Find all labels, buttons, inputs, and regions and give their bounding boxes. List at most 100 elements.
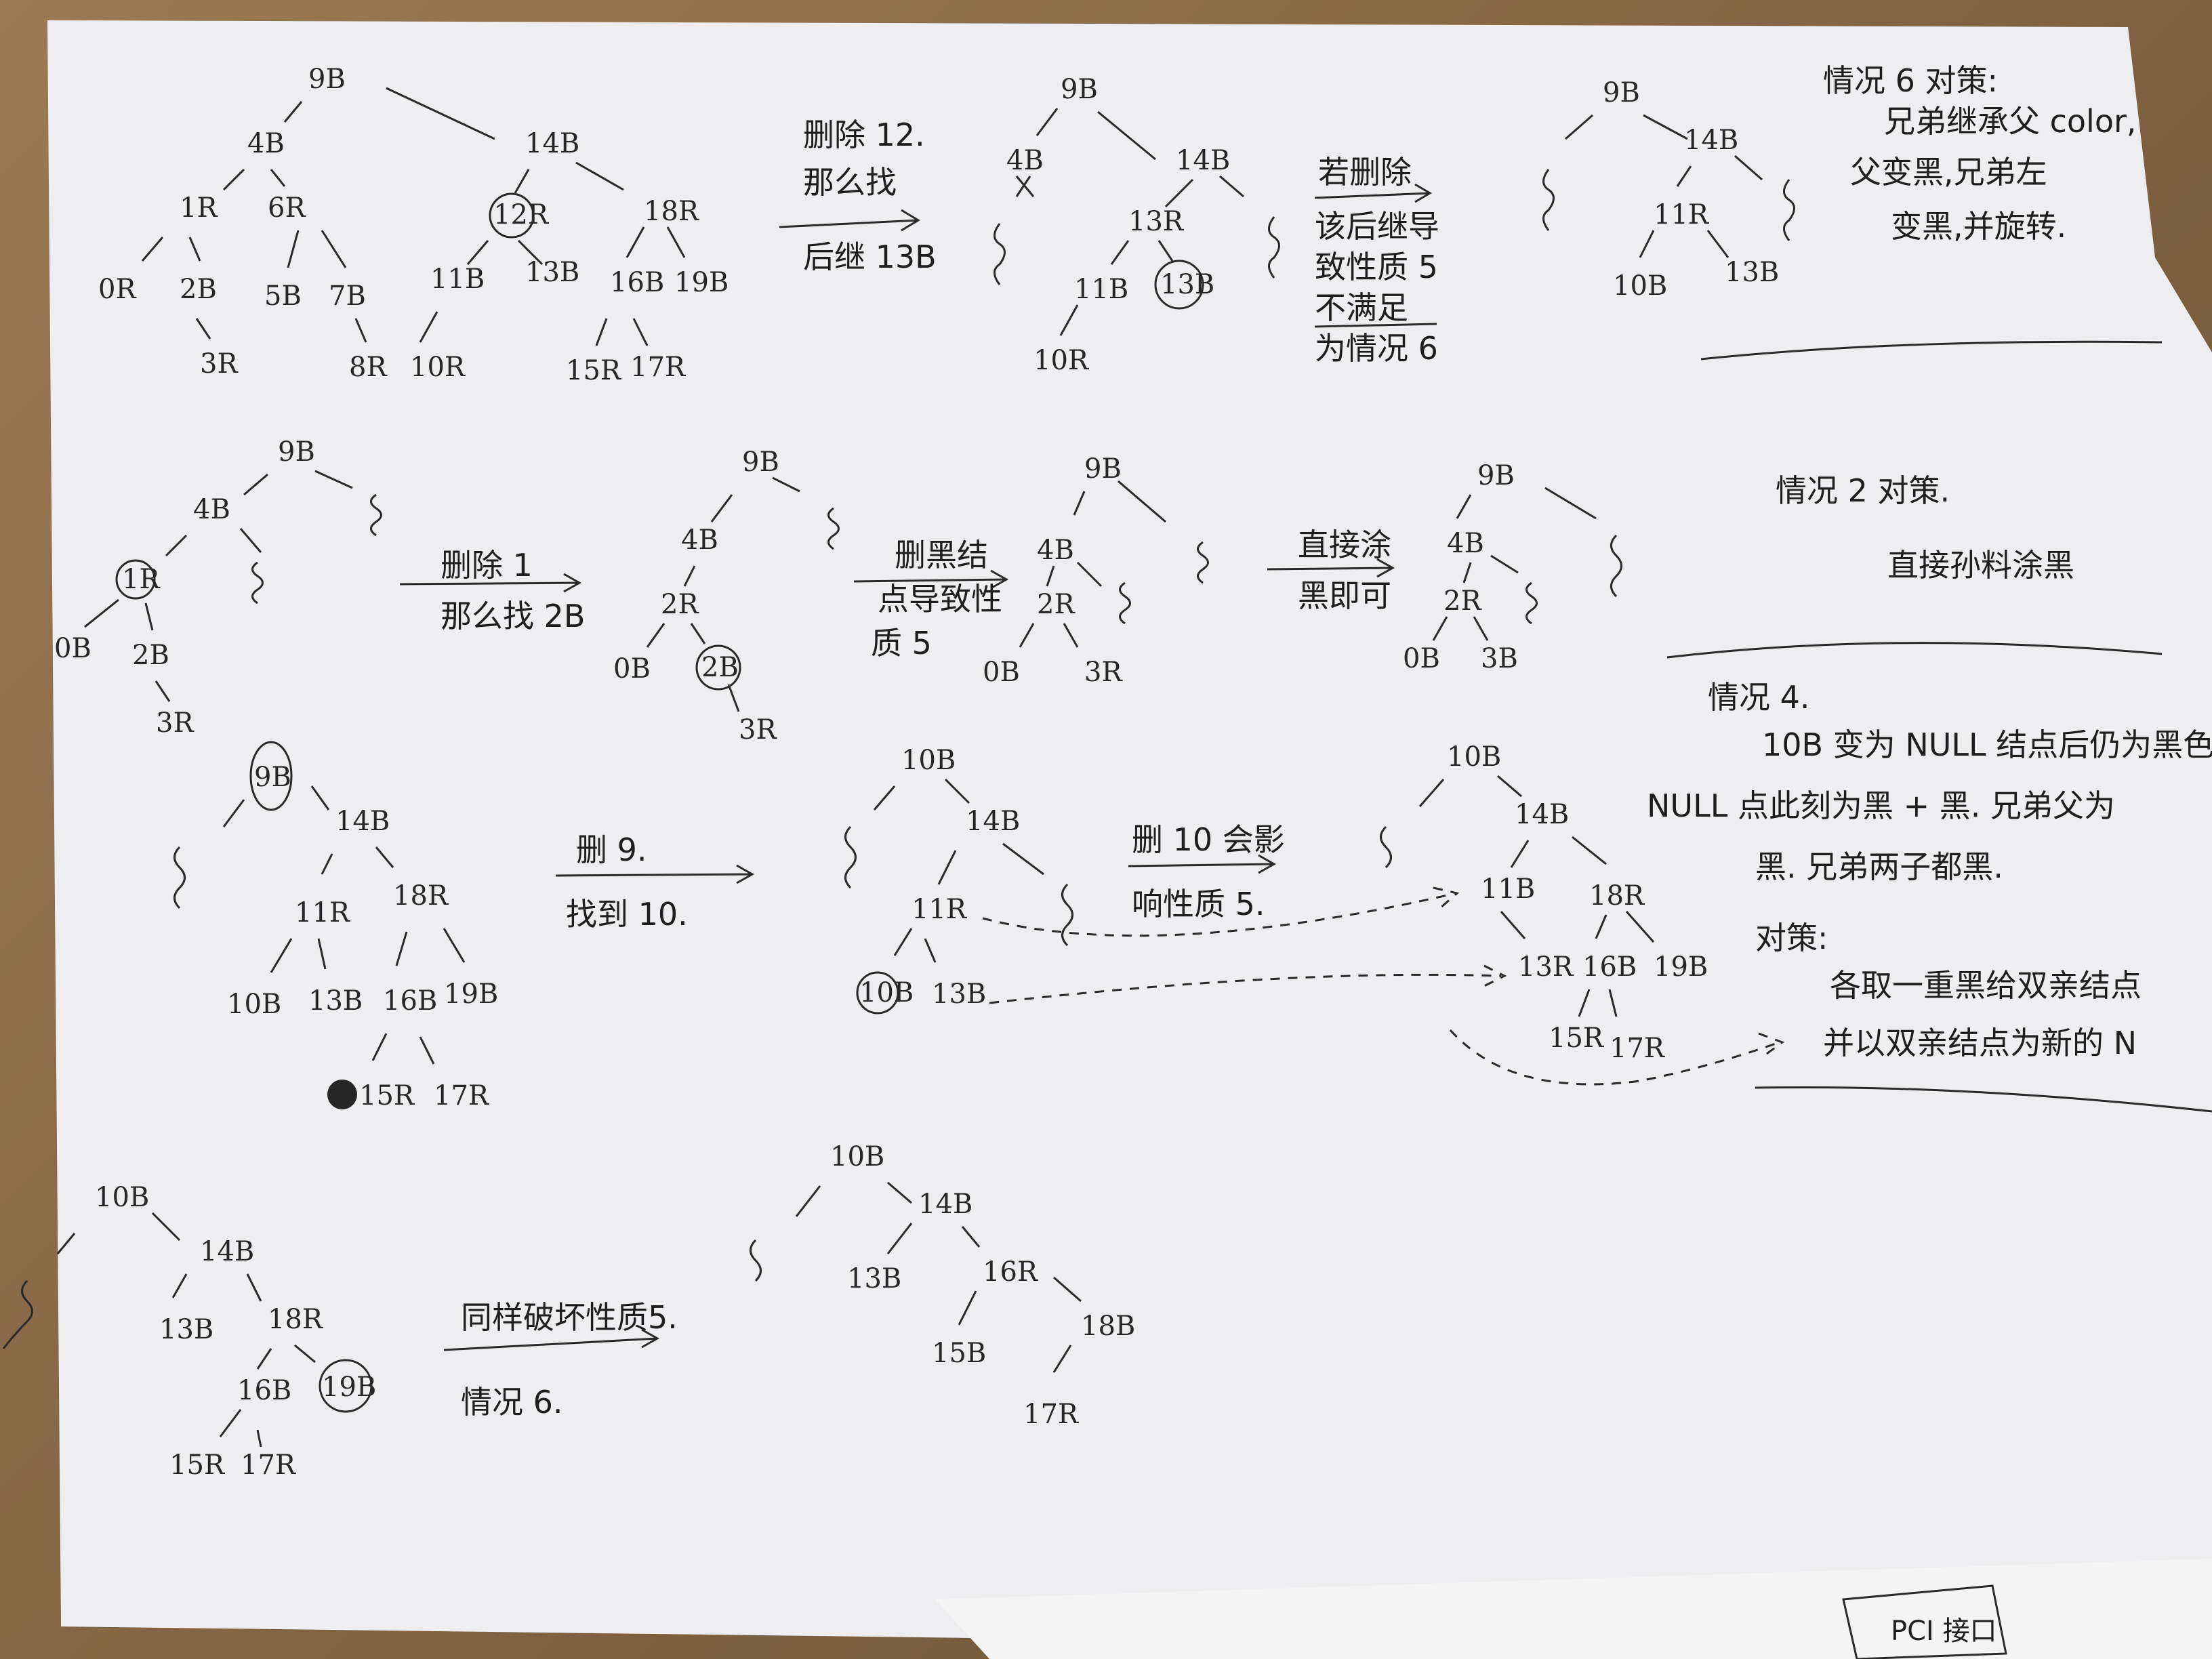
pci-box: [1842, 1584, 2007, 1659]
row2-step3: 直接涂 黑即可: [1267, 527, 1395, 614]
tree-node: 10B: [830, 1141, 884, 1172]
tree-node: 6R: [268, 192, 306, 224]
row1-step1: 删除 12. 那么找 后继 13B: [779, 117, 937, 275]
tree-edge: [1639, 230, 1655, 258]
subtree-squiggle: [844, 825, 857, 889]
tree-node: 14B: [966, 806, 1020, 837]
tree-node: 4B: [1006, 145, 1044, 176]
tree-node: 10B: [227, 989, 281, 1020]
step-arrow: [1128, 854, 1277, 874]
tree-node: 13B: [1725, 257, 1779, 288]
tree-edge: [958, 1290, 977, 1326]
tree-edge: [256, 1429, 262, 1448]
tree-node: 13B: [308, 985, 363, 1017]
step-text: 删除 12.: [803, 117, 925, 153]
step-text: 为情况 6: [1315, 330, 1438, 367]
underline: [1314, 323, 1437, 328]
tree-edge: [321, 853, 333, 875]
tree-node: 14B: [918, 1189, 972, 1220]
tree-edge: [243, 473, 268, 496]
tree-edge: [1462, 562, 1472, 583]
tree-node: 9B: [278, 436, 315, 468]
tree-node: 3B: [1481, 643, 1518, 674]
tree-edge: [1076, 561, 1103, 588]
tree-edge: [1625, 911, 1655, 943]
step-text: 情况 6.: [461, 1384, 563, 1420]
row1-step2: 若删除 该后继导 致性质 5 不满足 为情况 6: [1314, 154, 1439, 367]
tree-edge: [1019, 623, 1035, 648]
paper-surface: [47, 20, 2212, 1654]
circled-node: [695, 644, 741, 691]
subtree-squiggle: [370, 493, 382, 537]
tree-edge: [395, 931, 408, 966]
tree-edge: [283, 101, 303, 123]
tree-node: 0B: [1403, 643, 1440, 674]
tree-edge: [1572, 836, 1607, 865]
tree-node: 10B: [1613, 270, 1667, 302]
tree-edge: [893, 928, 913, 956]
row2-tree-b: 9B 4B 2R 0B 2B 3R: [613, 447, 840, 745]
step-text: 删 9.: [576, 832, 647, 868]
tree-node: 0B: [983, 657, 1020, 688]
tree-edge: [270, 938, 293, 973]
tree-edge: [666, 226, 686, 258]
tree-node: 17R: [1610, 1033, 1666, 1064]
tree-node: 7B: [329, 281, 366, 312]
tree-node: 11R: [1654, 199, 1710, 230]
tree-edge: [632, 318, 649, 346]
tree-edge: [1036, 108, 1059, 136]
tree-node: 19B: [322, 1372, 376, 1403]
tree-edge: [944, 778, 970, 804]
tree-edge: [1118, 480, 1166, 523]
scribble-mark: [327, 1080, 357, 1109]
circled-node: [856, 971, 899, 1015]
subtree-squiggle: [1268, 216, 1280, 279]
tree-node: 11R: [295, 897, 351, 928]
step-text: 黑即可: [1298, 577, 1391, 614]
step-arrow: [853, 569, 1009, 590]
tree-edge: [626, 226, 645, 258]
tree-node: 9B: [308, 64, 346, 95]
section-rule: [1755, 1086, 2212, 1113]
row2-step1: 删除 1 那么找 2B: [399, 547, 585, 634]
step-text: 致性质 5: [1315, 249, 1438, 285]
lower-sheet: [935, 1559, 2212, 1659]
tree-edge: [1002, 842, 1044, 876]
note-text: 父变黑,兄弟左: [1850, 154, 2047, 190]
note-text: 并以双亲结点为新的 N: [1823, 1025, 2137, 1061]
tree-edge: [375, 846, 394, 868]
tree-edge: [1418, 779, 1445, 807]
tree-node: 8R: [349, 352, 388, 383]
tree-node: 19B: [674, 267, 729, 298]
note-case4: 情况 4. 10B 变为 NULL 结点后仍为黑色. NULL 点此刻为黑 + …: [1647, 679, 2212, 1113]
tree-edge: [195, 318, 211, 340]
tree-node: 14B: [525, 128, 579, 159]
tree-edge: [1565, 114, 1593, 140]
row4-tree-a: 10B 14B 13B 18R 16B 19B 15R 17R: [2, 1182, 376, 1481]
note-text: 情况 2 对策.: [1776, 472, 1950, 509]
subtree-squiggle: [2, 1279, 33, 1349]
tree-node: 13B: [1160, 269, 1214, 300]
tree-edge: [1490, 554, 1519, 574]
tree-node: 13B: [847, 1263, 901, 1294]
tree-edge: [795, 1185, 821, 1217]
section-rule: [1700, 340, 2163, 361]
tree-edge: [155, 680, 171, 702]
step-text: 响性质 5.: [1132, 886, 1265, 922]
tree-edge: [317, 938, 327, 970]
tree-edge: [219, 1409, 242, 1437]
tree-node: 17R: [434, 1080, 490, 1111]
note-text: 10B 变为 NULL 结点后仍为黑色.: [1762, 726, 2212, 763]
tree-edge: [1578, 989, 1591, 1017]
tree-edge: [1595, 914, 1607, 939]
tree-node: 14B: [200, 1236, 254, 1267]
tree-edge: [256, 1348, 272, 1370]
tree-node: 3R: [739, 714, 777, 745]
tree-edge: [937, 850, 957, 885]
note-text: 变黑,并旋转.: [1891, 208, 2066, 245]
tree-edge: [314, 470, 353, 489]
step-text: 该后继导: [1315, 208, 1439, 245]
tree-edge: [514, 169, 530, 194]
row3-tree-a: 9B 14B 11R 18R 10B 13B 16B 19B 15R 17R: [173, 741, 498, 1111]
subtree-squiggle: [1061, 883, 1073, 947]
